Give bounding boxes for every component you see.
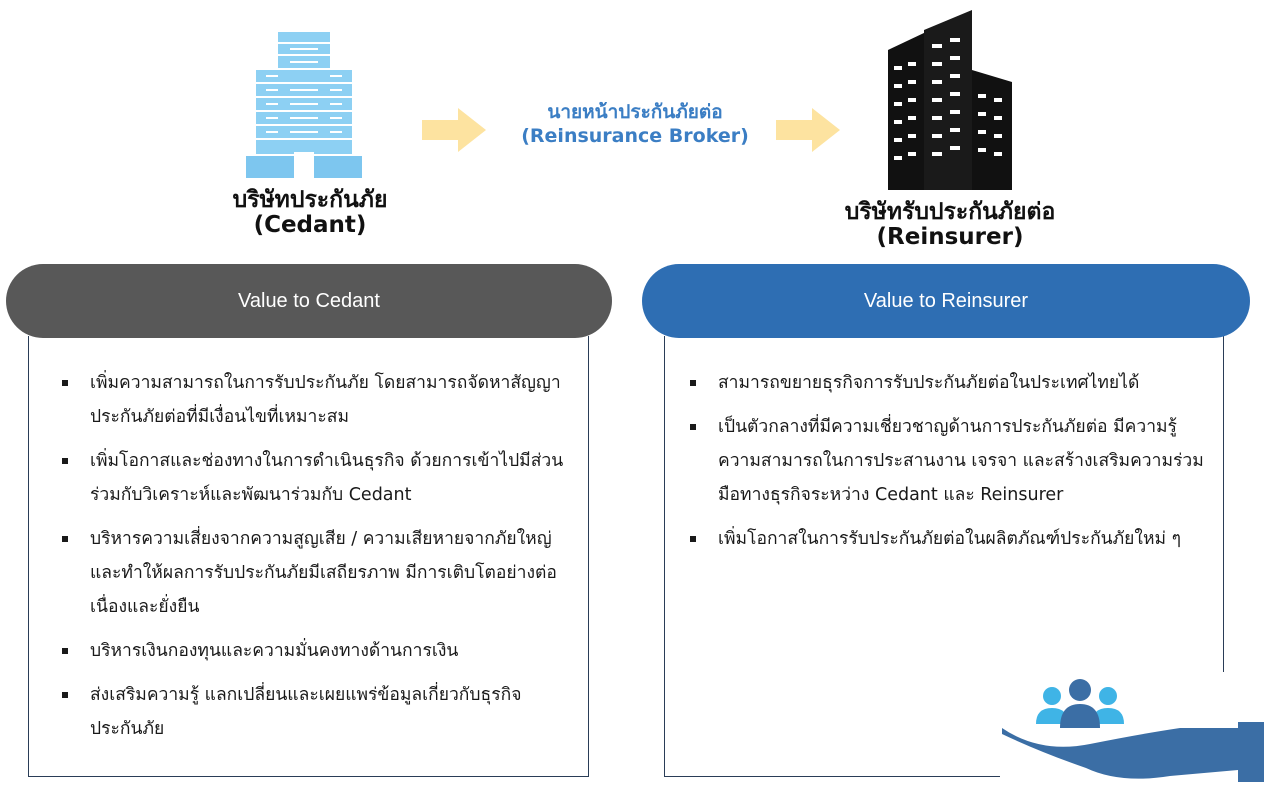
value-to-cedant-header: Value to Cedant [6, 264, 612, 338]
list-item: เป็นตัวกลางที่มีความเชี่ยวชาญด้านการประก… [686, 410, 1206, 512]
cedant-value-panel [28, 336, 589, 777]
reinsurer-buildings-icon [888, 10, 1012, 190]
broker-label: นายหน้าประกันภัยต่อ (Reinsurance Broker) [490, 100, 780, 148]
reinsurer-title-english: (Reinsurer) [876, 224, 1024, 250]
list-item-text: เพิ่มโอกาสและช่องทางในการดำเนินธุรกิจ ด้… [90, 451, 564, 505]
list-item: ส่งเสริมความรู้ แลกเปลี่ยนและเผยแพร่ข้อม… [58, 678, 568, 746]
list-item: เพิ่มความสามารถในการรับประกันภัย โดยสามา… [58, 366, 568, 434]
flow-arrow-icon [776, 108, 840, 152]
list-item: เพิ่มโอกาสและช่องทางในการดำเนินธุรกิจ ด้… [58, 444, 568, 512]
cedant-benefits-list: เพิ่มความสามารถในการรับประกันภัย โดยสามา… [58, 366, 568, 756]
bullet-icon [690, 424, 696, 430]
list-item-text: บริหารความเสี่ยงจากความสูญเสีย / ความเสี… [90, 529, 557, 617]
cedant-title: บริษัทประกันภัย (Cedant) [180, 188, 440, 238]
list-item: บริหารความเสี่ยงจากความสูญเสีย / ความเสี… [58, 522, 568, 624]
bullet-icon [62, 458, 68, 464]
value-to-reinsurer-header: Value to Reinsurer [642, 264, 1250, 338]
hand-holding-people-icon [1000, 672, 1266, 795]
list-item-text: เพิ่มโอกาสในการรับประกันภัยต่อในผลิตภัณฑ… [718, 529, 1182, 549]
bullet-icon [62, 648, 68, 654]
list-item-text: ส่งเสริมความรู้ แลกเปลี่ยนและเผยแพร่ข้อม… [90, 685, 522, 739]
bullet-icon [62, 380, 68, 386]
list-item: สามารถขยายธุรกิจการรับประกันภัยต่อในประเ… [686, 366, 1206, 400]
reinsurer-title-thai: บริษัทรับประกันภัยต่อ [844, 199, 1056, 225]
reinsurer-title: บริษัทรับประกันภัยต่อ (Reinsurer) [790, 200, 1110, 250]
bullet-icon [690, 380, 696, 386]
list-item: บริหารเงินกองทุนและความมั่นคงทางด้านการเ… [58, 634, 568, 668]
broker-label-english: (Reinsurance Broker) [521, 125, 749, 147]
list-item-text: บริหารเงินกองทุนและความมั่นคงทางด้านการเ… [90, 641, 459, 661]
list-item-text: เพิ่มความสามารถในการรับประกันภัย โดยสามา… [90, 373, 561, 427]
bullet-icon [690, 536, 696, 542]
list-item: เพิ่มโอกาสในการรับประกันภัยต่อในผลิตภัณฑ… [686, 522, 1206, 556]
cedant-title-english: (Cedant) [253, 212, 367, 238]
flow-arrow-icon [422, 108, 486, 152]
list-item-text: เป็นตัวกลางที่มีความเชี่ยวชาญด้านการประก… [718, 417, 1204, 505]
list-item-text: สามารถขยายธุรกิจการรับประกันภัยต่อในประเ… [718, 373, 1140, 393]
value-to-cedant-label: Value to Cedant [238, 289, 380, 312]
broker-label-thai: นายหน้าประกันภัยต่อ [547, 101, 723, 123]
bullet-icon [62, 536, 68, 542]
cedant-title-thai: บริษัทประกันภัย [232, 187, 388, 213]
value-to-reinsurer-label: Value to Reinsurer [863, 289, 1029, 312]
bullet-icon [62, 692, 68, 698]
cedant-building-icon [246, 32, 362, 178]
reinsurer-benefits-list: สามารถขยายธุรกิจการรับประกันภัยต่อในประเ… [686, 366, 1206, 566]
